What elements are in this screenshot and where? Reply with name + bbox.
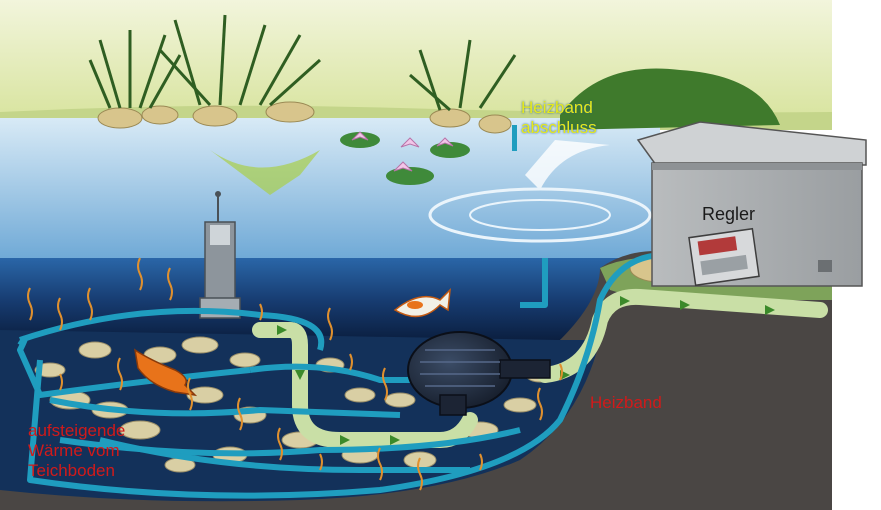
rising-warmth-label: aufsteigende Wärme vom Teichboden [28, 421, 168, 481]
hose-out [537, 288, 828, 383]
heating-cable-label: Heizband [590, 393, 662, 412]
pond-pump-icon [407, 331, 551, 416]
koi-fish-icon-2 [133, 348, 198, 397]
shore-plants [88, 14, 517, 112]
hose-in [252, 322, 478, 448]
water-lily-group [340, 131, 470, 185]
regulator-label: Regler [702, 204, 756, 224]
ripples [428, 187, 652, 243]
surface-flow-arrow [210, 150, 320, 195]
deep-water [0, 258, 660, 340]
rising-warmth-label-line1: aufsteigende [28, 421, 126, 440]
shrub [560, 68, 780, 130]
cable-end-label-line2: abschluss [521, 118, 597, 137]
cable-end-marker [512, 125, 517, 151]
return-flow-arrow [525, 140, 610, 190]
flow-arrows [277, 296, 775, 445]
rising-warmth-lines [27, 257, 563, 491]
cable-end-label-line1: Heizband [521, 98, 593, 117]
cable-end-label: Heizband abschluss [521, 98, 597, 138]
thermostat-regulator-icon [688, 227, 760, 287]
rising-warmth-label-line3: Teichboden [28, 461, 115, 480]
heating-cable [17, 252, 666, 499]
koi-fish-icon [393, 287, 451, 318]
rising-warmth-label-line2: Wärme vom [28, 441, 120, 460]
